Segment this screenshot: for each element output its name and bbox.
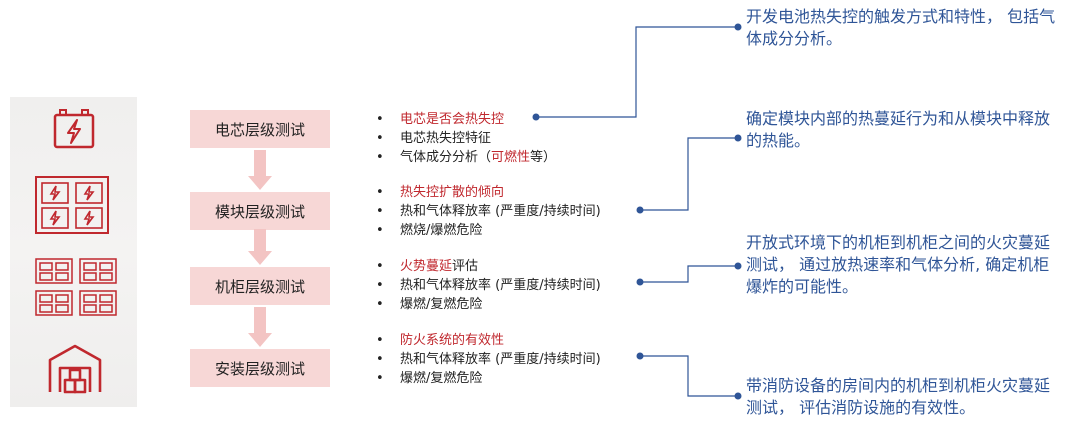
level-label-cell: 电芯层级测试 xyxy=(214,120,305,139)
bullet-item: 防火系统的有效性 xyxy=(374,331,601,350)
bullet-item: 气体成分分析（可燃性等） xyxy=(374,148,556,167)
bullet-text: 电芯热失控特征 xyxy=(400,131,492,146)
down-arrow xyxy=(248,307,272,347)
highlight-text: 可燃性 xyxy=(491,150,531,165)
connector-dot xyxy=(734,392,742,400)
bullet-item: 热失控扩散的倾向 xyxy=(374,183,601,202)
bullet-text: 热和气体释放率 (严重度/持续时间) xyxy=(400,352,601,367)
description-module: 确定模块内部的热蔓延行为和从模块中释放的热能。 xyxy=(746,109,1051,150)
description-installation: 带消防设备的房间内的机柜到机柜火灾蔓延测试， 评估消防设施的有效性。 xyxy=(746,376,1051,417)
bullet-item: 热和气体释放率 (严重度/持续时间) xyxy=(374,350,601,369)
battery-cell-icon xyxy=(53,109,95,149)
warehouse-icon xyxy=(48,344,102,394)
connector-dot xyxy=(636,206,644,214)
level-box-cell: 电芯层级测试 xyxy=(190,110,330,148)
level-box-rack: 机柜层级测试 xyxy=(190,267,330,305)
bullet-item: 热和气体释放率 (严重度/持续时间) xyxy=(374,276,601,295)
down-arrow xyxy=(248,150,272,190)
highlight-text: 火势蔓延 xyxy=(400,259,453,274)
level-label-installation: 安装层级测试 xyxy=(214,359,305,378)
highlight-text: 防火系统的有效性 xyxy=(400,333,505,348)
connector-dot xyxy=(734,262,742,270)
bullet-item: 火势蔓延评估 xyxy=(374,257,601,276)
bullet-item: 燃烧/爆燃危险 xyxy=(374,221,601,240)
bullet-item: 电芯是否会热失控 xyxy=(374,110,556,129)
bullet-text: 等） xyxy=(530,150,557,165)
level-label-module: 模块层级测试 xyxy=(214,202,305,221)
bullet-text: 爆燃/复燃危险 xyxy=(400,297,483,312)
connector-dot xyxy=(734,23,742,31)
connector-dot xyxy=(636,352,644,360)
bullet-text: 评估 xyxy=(452,259,479,274)
highlight-text: 电芯是否会热失控 xyxy=(400,112,505,127)
connector-dot xyxy=(734,134,742,142)
level-box-module: 模块层级测试 xyxy=(190,192,330,230)
connector-dot xyxy=(636,278,644,286)
bullet-text: 热和气体释放率 (严重度/持续时间) xyxy=(400,204,601,219)
bullet-item: 热和气体释放率 (严重度/持续时间) xyxy=(374,202,601,221)
bullet-text: 气体成分分析（ xyxy=(400,150,492,165)
bullet-item: 电芯热失控特征 xyxy=(374,129,556,148)
bullet-list-cell: 电芯是否会热失控 电芯热失控特征 气体成分分析（可燃性等） xyxy=(374,110,556,167)
bullet-text: 热和气体释放率 (严重度/持续时间) xyxy=(400,278,601,293)
down-arrow xyxy=(248,229,272,265)
bullet-item: 爆燃/复燃危险 xyxy=(374,295,601,314)
connector-dot xyxy=(532,113,540,121)
battery-module-icon xyxy=(35,176,109,234)
bullet-item: 爆燃/复燃危险 xyxy=(374,369,601,388)
highlight-text: 热失控扩散的倾向 xyxy=(400,185,505,200)
description-rack: 开放式环境下的机柜到机柜之间的火灾蔓延测试， 通过放热速率和气体分析, 确定机柜… xyxy=(746,233,1051,296)
bullet-text: 爆燃/复燃危险 xyxy=(400,371,483,386)
battery-rack-icon xyxy=(35,258,117,316)
icon-strip xyxy=(10,97,137,407)
bullet-list-installation: 防火系统的有效性 热和气体释放率 (严重度/持续时间) 爆燃/复燃危险 xyxy=(374,331,601,388)
description-cell: 开发电池热失控的触发方式和特性， 包括气体成分分析。 xyxy=(746,7,1056,48)
bullet-text: 燃烧/爆燃危险 xyxy=(400,223,483,238)
level-box-installation: 安装层级测试 xyxy=(190,349,330,387)
level-label-rack: 机柜层级测试 xyxy=(214,277,305,296)
bullet-list-module: 热失控扩散的倾向 热和气体释放率 (严重度/持续时间) 燃烧/爆燃危险 xyxy=(374,183,601,240)
bullet-list-rack: 火势蔓延评估 热和气体释放率 (严重度/持续时间) 爆燃/复燃危险 xyxy=(374,257,601,314)
